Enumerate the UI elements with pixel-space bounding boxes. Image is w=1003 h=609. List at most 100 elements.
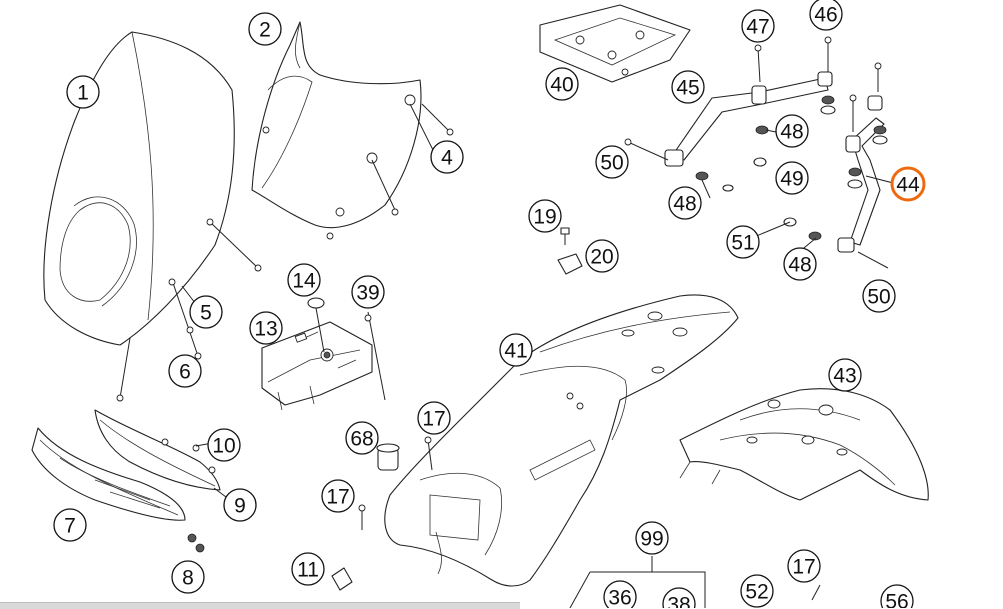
callout-circle	[287, 263, 321, 297]
callout-c10: 10	[207, 428, 241, 462]
callout-circle	[417, 401, 451, 435]
callout-number: 9	[234, 495, 246, 518]
part-bushings-48	[695, 95, 888, 241]
callout-number: 17	[792, 556, 815, 579]
callout-number: 38	[667, 594, 690, 609]
callout-c45: 45	[671, 70, 705, 104]
callout-circle	[291, 552, 325, 586]
callout-number: 2	[259, 19, 271, 42]
callout-c11: 11	[291, 552, 325, 586]
callout-circle	[662, 587, 696, 608]
callout-number: 99	[640, 528, 663, 551]
callout-number: 50	[867, 286, 890, 309]
callout-number: 49	[780, 168, 803, 191]
callout-number: 48	[780, 121, 803, 144]
callout-circle	[248, 12, 282, 46]
callout-c68: 68	[345, 421, 379, 455]
callout-c4: 4	[430, 140, 464, 174]
callout-c48c: 48	[783, 247, 817, 281]
callout-c1: 1	[66, 75, 100, 109]
callout-c50a: 50	[595, 145, 629, 179]
callout-c46: 46	[809, 0, 843, 31]
callout-c6: 6	[168, 354, 202, 388]
callout-number: 7	[64, 515, 76, 538]
callout-circle	[880, 584, 914, 608]
callout-number: 10	[212, 435, 235, 458]
callout-circle	[528, 199, 562, 233]
callout-circle	[890, 166, 926, 202]
callout-c99: 99	[635, 521, 669, 555]
part-handle-44	[837, 95, 889, 269]
callout-number: 68	[350, 428, 373, 451]
callout-circle	[603, 580, 637, 608]
callout-number: 56	[885, 591, 908, 609]
callout-circle	[545, 67, 579, 101]
part-screw-19	[560, 227, 570, 245]
callout-circle	[321, 479, 355, 513]
part-grommet-68	[376, 443, 400, 471]
callout-circle	[671, 70, 705, 104]
callout-circle	[595, 145, 629, 179]
callout-circle	[783, 247, 817, 281]
callout-number: 50	[600, 152, 623, 175]
callout-circle	[787, 549, 821, 583]
callout-c17b: 17	[321, 479, 355, 513]
callout-circle	[66, 75, 100, 109]
callout-number: 48	[788, 254, 811, 277]
callout-circle	[726, 225, 760, 259]
callout-circle	[862, 279, 896, 313]
horizontal-scrollbar[interactable]	[0, 602, 520, 609]
part-mudguard-holder-43	[679, 388, 929, 501]
part-screws-4	[326, 103, 454, 240]
callout-c39: 39	[351, 275, 385, 309]
callout-c52: 52	[740, 574, 774, 608]
callout-c48b: 48	[668, 186, 702, 220]
callout-number: 36	[608, 587, 631, 609]
callout-c5: 5	[189, 295, 223, 329]
callout-circle	[635, 521, 669, 555]
part-screws-8	[187, 533, 205, 553]
part-handle-45	[624, 71, 833, 167]
callout-circle	[499, 333, 533, 367]
callout-c17a: 17	[417, 401, 451, 435]
callout-circle	[809, 0, 843, 31]
callout-c50b: 50	[862, 279, 896, 313]
callout-number: 51	[731, 232, 754, 255]
part-screws-5-6	[116, 218, 262, 402]
part-side-panel-left	[31, 427, 186, 521]
callout-c44: 44	[890, 166, 926, 202]
part-cable-39	[364, 311, 386, 401]
callout-circle	[775, 161, 809, 195]
callout-number: 6	[179, 361, 191, 384]
callout-circle	[53, 508, 87, 542]
part-sensor-11	[331, 567, 353, 591]
callout-circle	[828, 358, 862, 392]
callout-c17c: 17	[787, 549, 821, 583]
callout-circle	[585, 239, 619, 273]
callout-number: 44	[896, 174, 920, 197]
callout-number: 11	[297, 559, 319, 582]
part-rubber-14	[307, 297, 325, 353]
callout-number: 40	[550, 74, 573, 97]
part-side-panel-right	[94, 409, 221, 491]
part-kit-99-frame	[569, 556, 706, 608]
callout-c20: 20	[585, 239, 619, 273]
callout-number: 46	[814, 4, 837, 27]
part-front-number-plate	[251, 21, 422, 229]
part-screws-46-47	[754, 36, 882, 132]
callout-number: 52	[745, 581, 768, 604]
callout-circle	[168, 354, 202, 388]
callout-number: 19	[533, 206, 556, 229]
callout-c19: 19	[528, 199, 562, 233]
callout-circle	[741, 9, 775, 43]
callout-number: 13	[254, 318, 277, 341]
callout-number: 41	[504, 340, 527, 363]
callout-circle	[171, 560, 205, 594]
part-clip-20	[557, 253, 583, 275]
callout-number: 14	[292, 270, 316, 293]
callout-circle	[351, 275, 385, 309]
callout-circle	[430, 140, 464, 174]
callout-circle	[189, 295, 223, 329]
